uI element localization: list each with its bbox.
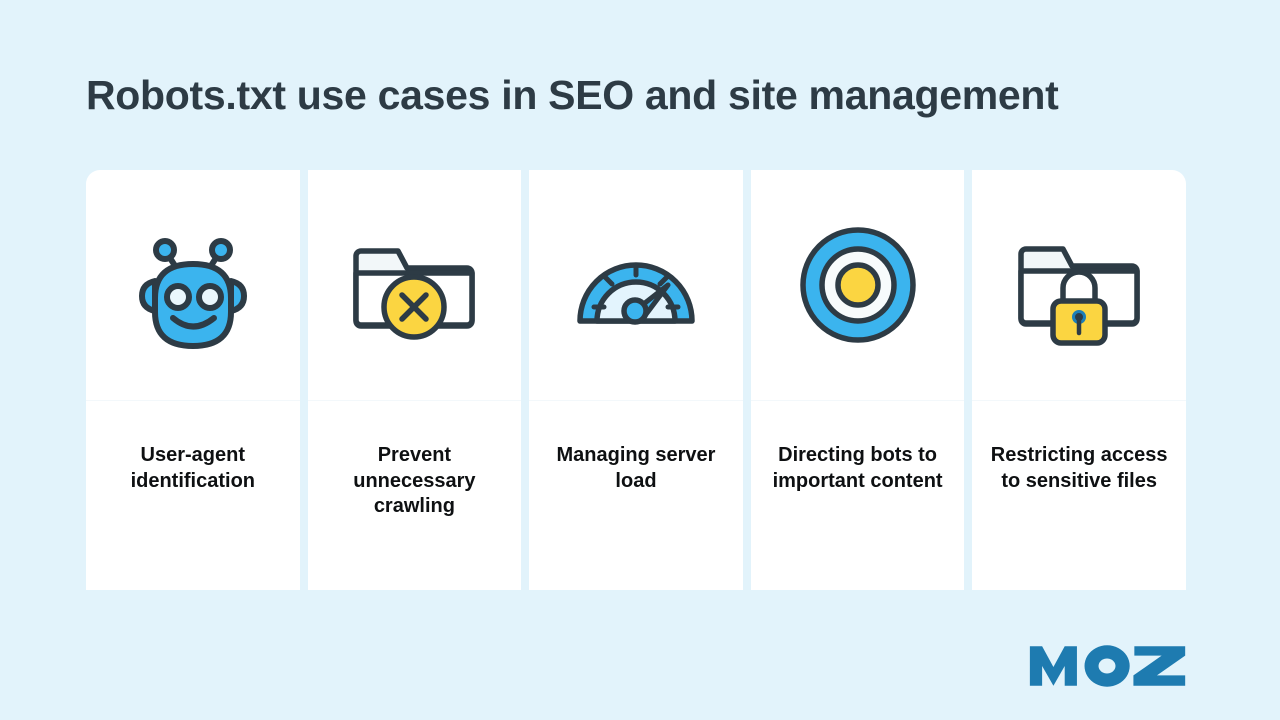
icon-area <box>529 170 743 401</box>
card-label: Managing server load <box>556 444 716 492</box>
page-title: Robots.txt use cases in SEO and site man… <box>86 72 1059 118</box>
card-directing-bots-to-important-content[interactable]: Directing bots to important content <box>750 170 965 590</box>
label-area: Prevent unnecessary crawling <box>308 401 522 590</box>
folder-blocked-icon <box>344 215 484 355</box>
card-managing-server-load[interactable]: Managing server load <box>529 170 743 590</box>
icon-area <box>86 170 300 401</box>
label-area: User-agent identification <box>86 401 300 590</box>
moz-logo <box>1028 640 1188 692</box>
target-icon <box>788 215 928 355</box>
icon-area <box>307 170 522 401</box>
card-prevent-unnecessary-crawling[interactable]: Prevent unnecessary crawling <box>307 170 522 590</box>
speedometer-icon <box>566 215 706 355</box>
icon-area <box>972 170 1186 401</box>
card-label: Restricting access to sensitive files <box>990 444 1168 492</box>
card-label: Directing bots to important content <box>772 444 943 492</box>
robot-icon <box>123 215 263 355</box>
card-label: Prevent unnecessary crawling <box>353 444 476 517</box>
card-restricting-access-to-sensitive-files[interactable]: Restricting access to sensitive files <box>972 170 1186 590</box>
label-area: Directing bots to important content <box>751 401 965 590</box>
label-area: Restricting access to sensitive files <box>972 401 1186 590</box>
label-area: Managing server load <box>529 401 743 590</box>
icon-area <box>750 170 965 401</box>
card-rail: User-agent identification <box>86 170 1186 590</box>
card-user-agent-identification[interactable]: User-agent identification <box>86 170 300 590</box>
folder-lock-icon <box>1009 215 1149 355</box>
card-label: User-agent identification <box>130 444 256 492</box>
